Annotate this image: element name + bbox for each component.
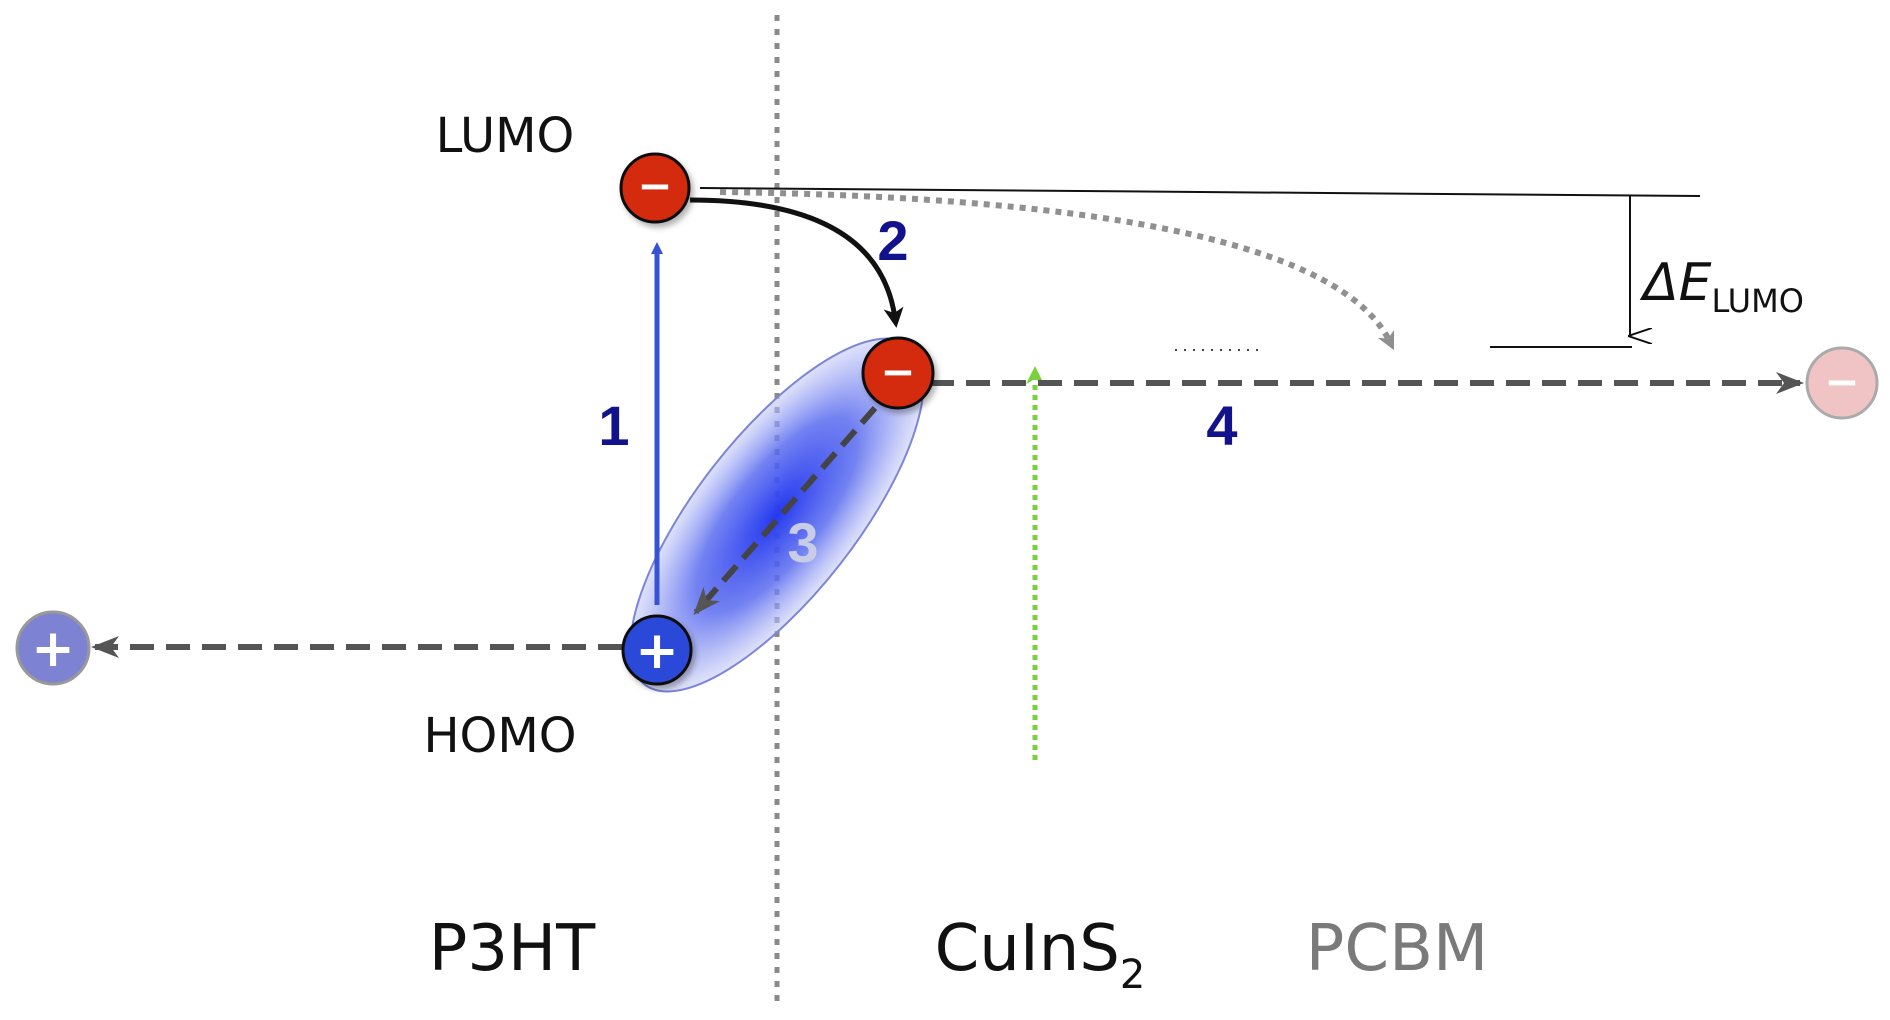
extracted-electron: − xyxy=(1805,346,1879,420)
pcbm-transfer-arrow xyxy=(719,189,1395,351)
p3ht-label: P3HT xyxy=(429,912,596,986)
extracted-hole: + xyxy=(15,610,91,686)
step-1-number: 1 xyxy=(598,394,629,457)
step-4-number: 4 xyxy=(1206,394,1237,457)
extracted-electron-sign: − xyxy=(1824,357,1859,406)
electron-p3ht: − xyxy=(619,152,691,224)
delta-e-label: ΔELUMO xyxy=(1639,253,1804,320)
hole-p3ht: + xyxy=(621,614,693,686)
cuins2-label-subscript: 2 xyxy=(1120,952,1145,998)
pcbm-label: PCBM xyxy=(1306,912,1488,986)
lumo-label: LUMO xyxy=(436,108,575,164)
step-3-recombination-arrow xyxy=(693,406,878,616)
cuins2-label: CuInS2 xyxy=(935,912,1146,998)
step-2-number: 2 xyxy=(877,209,908,272)
electron-p3ht-sign: − xyxy=(637,161,672,210)
electron-cuins2-sign: − xyxy=(880,347,915,396)
step-3-number: 3 xyxy=(787,511,818,574)
extracted-hole-sign: + xyxy=(31,619,75,679)
hole-p3ht-sign: + xyxy=(635,621,679,681)
delta-e-subscript: LUMO xyxy=(1711,282,1803,320)
delta-e-symbol: ΔE xyxy=(1639,253,1712,313)
homo-label: HOMO xyxy=(423,708,576,764)
step-2-transfer-arrow xyxy=(689,197,904,328)
cuins2-label-main: CuInS xyxy=(935,912,1120,986)
lumo-reference-line xyxy=(699,187,1701,197)
electron-cuins2: − xyxy=(861,336,935,410)
